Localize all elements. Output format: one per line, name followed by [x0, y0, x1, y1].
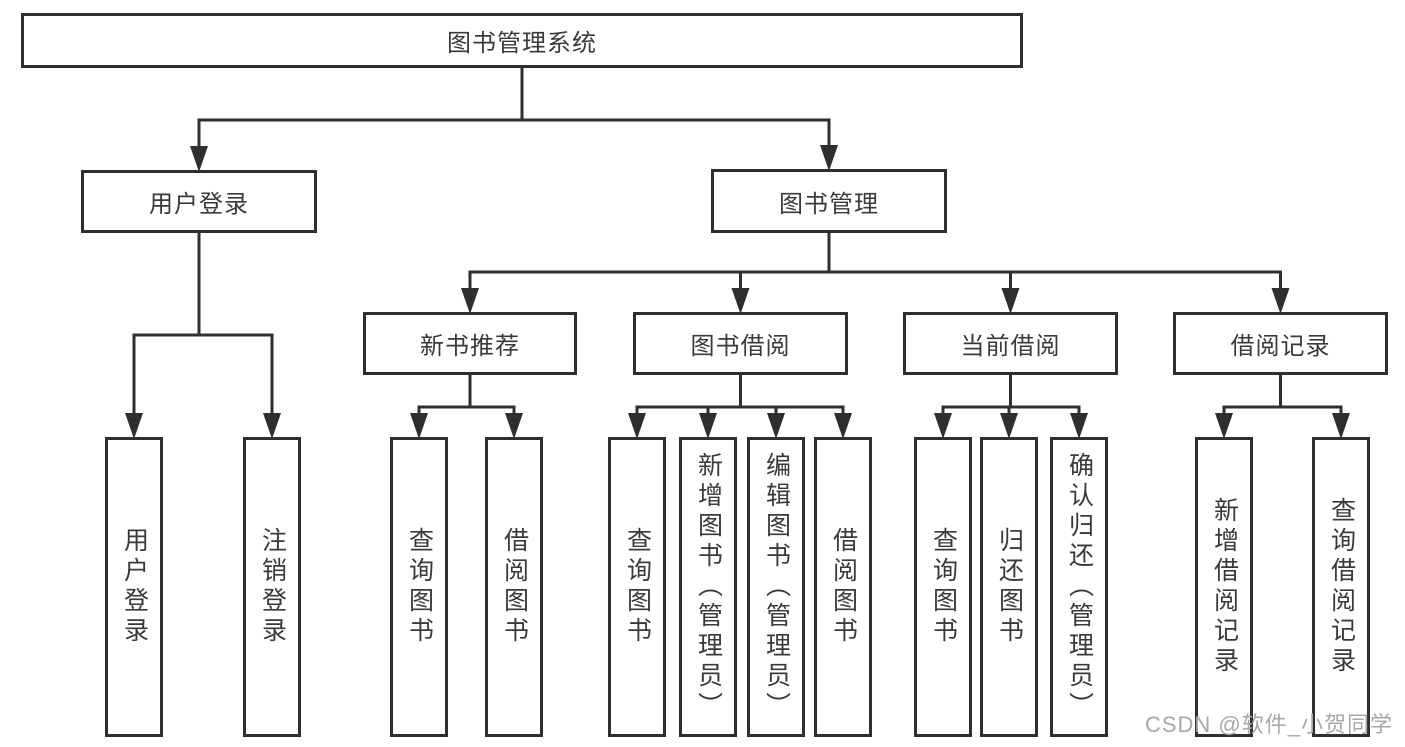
node-current: 当前借阅: [903, 312, 1118, 375]
arrowhead-icon: [1332, 413, 1350, 439]
arrowhead-icon: [820, 145, 838, 171]
node-label: 借阅图书: [500, 527, 529, 647]
node-r1: 新增借阅记录: [1195, 437, 1253, 737]
node-label: 用户登录: [149, 191, 249, 218]
node-newrec: 新书推荐: [363, 312, 577, 375]
node-records: 借阅记录: [1173, 312, 1388, 375]
node-u2: 注销登录: [243, 437, 301, 737]
node-label: 归还图书: [995, 527, 1024, 647]
node-n1: 查询图书: [390, 437, 448, 737]
node-label: 借阅记录: [1230, 333, 1331, 360]
node-c3: 确认归还（管理员）: [1050, 437, 1108, 737]
node-label: 注销登录: [258, 527, 287, 647]
node-label: 新增图书（管理员）: [694, 452, 723, 722]
node-b3: 编辑图书（管理员）: [747, 437, 805, 737]
arrowhead-icon: [1001, 288, 1020, 314]
node-b1: 查询图书: [608, 437, 666, 737]
node-label: 图书管理系统: [447, 30, 597, 57]
node-label: 查询图书: [405, 527, 434, 647]
node-label: 查询图书: [623, 527, 652, 647]
node-borrow: 图书借阅: [633, 312, 848, 375]
arrowhead-icon: [699, 413, 717, 439]
node-label: 图书管理: [779, 190, 879, 218]
node-c1: 查询图书: [914, 437, 972, 737]
arrowhead-icon: [834, 413, 852, 439]
arrowhead-icon: [1000, 413, 1018, 439]
node-label: 编辑图书（管理员）: [762, 452, 791, 722]
node-c2: 归还图书: [980, 437, 1038, 737]
arrowhead-icon: [461, 288, 479, 314]
node-r2: 查询借阅记录: [1312, 437, 1370, 737]
arrowhead-icon: [1271, 288, 1290, 314]
arrowhead-icon: [263, 413, 281, 439]
node-login: 用户登录: [81, 170, 317, 233]
node-label: 用户登录: [120, 527, 149, 647]
arrowhead-icon: [628, 413, 646, 439]
arrowhead-icon: [1215, 413, 1233, 439]
node-label: 新书推荐: [420, 333, 520, 360]
arrowhead-icon: [190, 146, 208, 172]
arrowhead-icon: [767, 413, 785, 439]
arrowhead-icon: [934, 413, 952, 439]
node-label: 图书借阅: [690, 333, 791, 360]
node-n2: 借阅图书: [485, 437, 543, 737]
node-label: 当前借阅: [960, 333, 1061, 360]
node-label: 查询借阅记录: [1327, 497, 1356, 677]
arrowhead-icon: [505, 413, 523, 439]
node-b4: 借阅图书: [814, 437, 872, 737]
arrowhead-icon: [125, 413, 143, 439]
node-label: 确认归还（管理员）: [1065, 452, 1094, 722]
node-label: 查询图书: [929, 527, 958, 647]
node-u1: 用户登录: [105, 437, 163, 737]
node-label: 借阅图书: [829, 527, 858, 647]
node-label: 新增借阅记录: [1210, 497, 1239, 677]
node-b2: 新增图书（管理员）: [679, 437, 737, 737]
node-root: 图书管理系统: [21, 13, 1023, 68]
arrowhead-icon: [1070, 413, 1088, 439]
arrowhead-icon: [731, 288, 750, 314]
arrowhead-icon: [410, 413, 428, 439]
watermark: CSDN @软件_小贺同学: [1144, 712, 1393, 737]
node-mgmt: 图书管理: [711, 169, 947, 233]
